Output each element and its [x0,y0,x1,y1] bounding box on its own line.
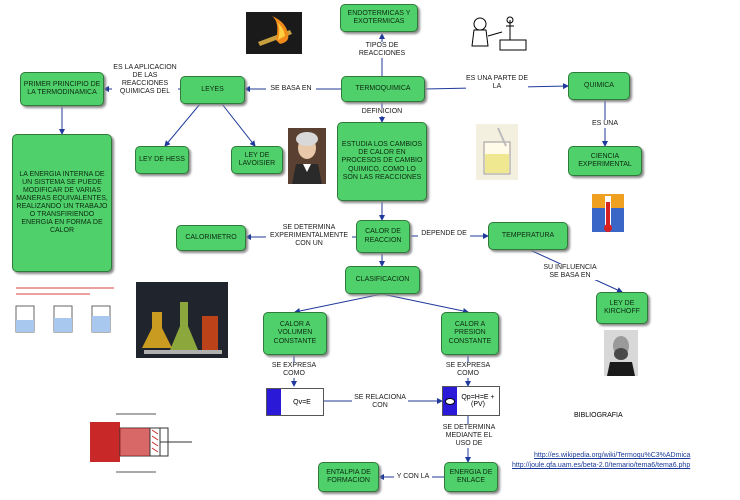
node-termoquimica[interactable]: TERMOQUIMICA [341,76,425,102]
node-calor-volumen[interactable]: CALOR A VOLUMEN CONSTANTE [263,312,327,355]
node-entalpia-formacion[interactable]: ENTALPIA DE FORMACION [318,462,379,492]
link-relaciona: SE RELACIONA CON [352,394,408,411]
flame-picture [246,12,302,54]
formula-qv-text: Qv=E [281,389,323,415]
thermometer-picture [588,190,628,236]
node-ley-kirchoff[interactable]: LEY DE KIRCHOFF [596,292,648,324]
node-energia-enlace[interactable]: ENERGIA DE ENLACE [444,462,498,492]
link-expresa2: SE EXPRESA COMO [444,362,492,379]
node-ley-hess[interactable]: LEY DE HESS [135,146,189,174]
node-leyes[interactable]: LEYES [180,76,245,104]
node-quimica[interactable]: QUIMICA [568,72,630,100]
link-es-una-parte: ES UNA PARTE DE LA [466,75,528,92]
node-temperatura[interactable]: TEMPERATURA [488,222,568,250]
node-energia-interna[interactable]: LA ENERGIA INTERNA DE UN SISTEMA SE PUED… [12,134,112,272]
beaker-picture [476,124,518,180]
link-es-una: ES UNA [585,120,625,129]
link-expresa1: SE EXPRESA COMO [270,362,318,379]
link-tipos: TIPOS DE REACCIONES [356,42,408,59]
formula-qp-box: Qp=H=E +(PV) [442,386,500,416]
node-ciencia[interactable]: CIENCIA EXPERIMENTAL [568,146,642,176]
node-estudia[interactable]: ESTUDIA LOS CAMBIOS DE CALOR EN PROCESOS… [337,122,427,201]
link-influencia: SU INFLUENCIA SE BASA EN [540,264,600,281]
link-se-basa-en: SE BASA EN [266,85,316,94]
eye-icon [445,397,455,405]
node-primer-principio[interactable]: PRIMER PRINCIPIO DE LA TERMODINAMICA [20,72,104,106]
bibliografia-title: BIBLIOGRAFIA [574,412,623,419]
link-aplicacion: ES LA APLICACION DE LAS REACCIONES QUIMI… [112,64,178,97]
link-experimentalmente: SE DETERMINA EXPERIMENTALMENTE CON UN [266,224,352,249]
formula-qv-box: Qv=E [266,388,324,416]
node-endotermicas[interactable]: ENDOTERMICAS Y EXOTERMICAS [340,4,418,32]
edge-leyes-hess [164,103,201,147]
node-calor-reaccion[interactable]: CALOR DE REACCION [356,220,410,253]
node-calorimetro[interactable]: CALORIMETRO [176,225,246,251]
link-depende: DEPENDE DE [418,230,470,239]
edge-clas-volumen [294,293,383,314]
edge-leyes-lavoisier [221,103,256,147]
bibliografia-link-1[interactable]: http://es.wikipedia.org/wiki/Termoqu%C3%… [534,452,691,459]
bibliografia-link-2[interactable]: http://joule.qfa.uam.es/beta-2.0/temario… [512,462,691,469]
link-mediante: SE DETERMINA MEDIANTE EL USO DE [440,424,498,449]
experiment-sketch-picture [10,282,120,342]
formula-qp-text: Qp=H=E +(PV) [457,387,499,415]
node-clasificacion[interactable]: CLASIFICACION [345,266,420,294]
scientist-drawing-picture [462,12,530,58]
gas-cylinder-diagram-picture [86,408,196,480]
lavoisier-portrait-picture [288,128,326,184]
link-definicion: DEFINICION [356,108,408,117]
link-y-con-la: Y CON LA [394,473,432,482]
formula-qv-marker [267,389,281,415]
lab-flasks-picture [136,282,228,358]
node-ley-lavoisier[interactable]: LEY DE LAVOISIER [231,146,283,174]
kirchoff-portrait-picture [604,330,638,376]
formula-qp-marker [443,387,457,415]
edge-clas-presion [381,293,469,314]
node-calor-presion[interactable]: CALOR A PRESION CONSTANTE [441,312,499,355]
